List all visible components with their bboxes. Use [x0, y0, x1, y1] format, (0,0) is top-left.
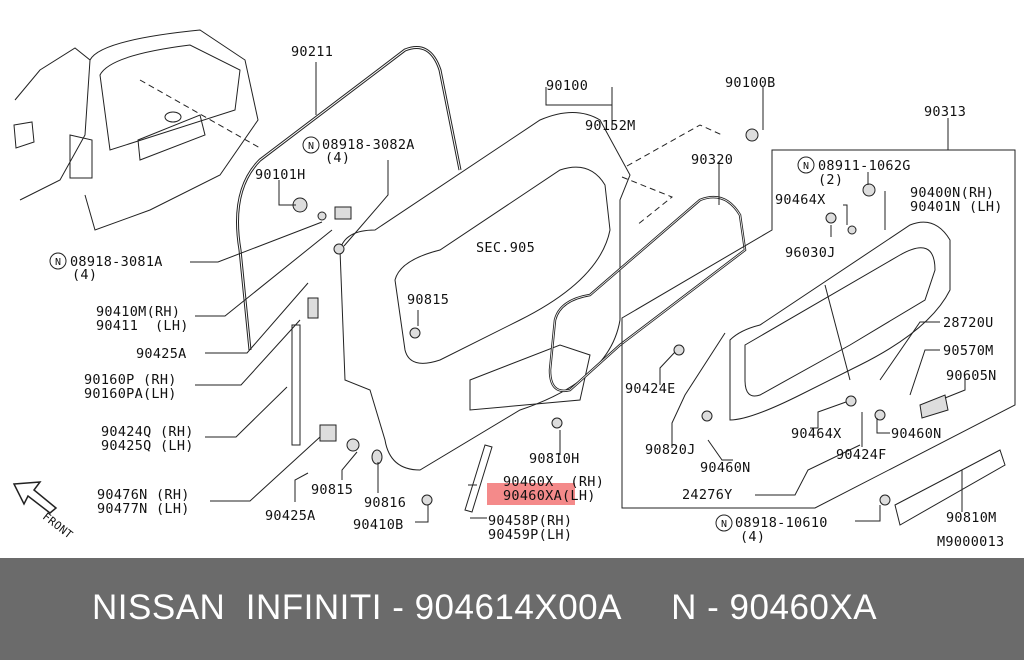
svg-text:N: N: [55, 257, 61, 268]
part-label[interactable]: 90605N: [946, 368, 997, 384]
assembly-box-90313: [621, 149, 1016, 509]
part-label[interactable]: 08918-3082A: [322, 137, 415, 153]
rear-window-glass: [729, 221, 951, 421]
part-label[interactable]: 08911-1062G: [818, 158, 911, 174]
diagram-code: M9000013: [937, 534, 1005, 550]
part-label[interactable]: 90424F: [836, 447, 887, 463]
part-label[interactable]: 90424Q (RH): [101, 424, 194, 440]
part-label[interactable]: 90810M: [946, 510, 997, 526]
part-label[interactable]: 90820J: [645, 442, 696, 458]
part-label[interactable]: 90411 (LH): [96, 318, 189, 334]
diagram-drawing: N N N N: [12, 29, 1016, 532]
part-label[interactable]: 90464X: [775, 192, 826, 208]
highlighted-part-marker: [487, 483, 575, 505]
back-door-panel: [339, 112, 631, 471]
part-label[interactable]: 90460N: [891, 426, 942, 442]
n-symbol-icons: [49, 136, 815, 532]
part-label[interactable]: 90476N (RH): [97, 487, 190, 503]
part-label[interactable]: 90100: [546, 78, 589, 94]
part-label[interactable]: 90160PA(LH): [84, 386, 177, 402]
small-parts: [292, 128, 949, 506]
part-label[interactable]: 90424E: [625, 381, 676, 397]
part-label[interactable]: 90425A: [136, 346, 187, 362]
part-label[interactable]: 96030J: [785, 245, 836, 261]
part-label[interactable]: 90810H: [529, 451, 580, 467]
part-label[interactable]: 90101H: [255, 167, 306, 183]
part-label[interactable]: 90401N (LH): [910, 199, 1003, 215]
gas-stay-strut-right: [464, 444, 493, 513]
part-label[interactable]: 08918-10610: [735, 515, 828, 531]
part-label[interactable]: 90570M: [943, 343, 994, 359]
part-label[interactable]: 90410B: [353, 517, 404, 533]
part-number-caption: NISSAN INFINITI - 904614X00A N - 90460XA: [92, 588, 878, 627]
section-reference[interactable]: SEC.905: [476, 240, 535, 256]
part-label[interactable]: 90100B: [725, 75, 776, 91]
part-number-footer: NISSAN INFINITI - 904614X00A N - 90460XA: [0, 558, 1024, 660]
part-qty: (4): [72, 267, 98, 283]
part-label[interactable]: 90425A: [265, 508, 316, 524]
part-label[interactable]: 90152M: [585, 118, 636, 134]
front-arrow-icon: [12, 481, 58, 514]
svg-text:N: N: [803, 161, 809, 172]
part-label[interactable]: 90400N(RH): [910, 185, 995, 201]
part-label[interactable]: 90460X (RH): [503, 474, 605, 490]
part-label[interactable]: 90425Q (LH): [101, 438, 194, 454]
part-qty: (4): [325, 150, 351, 166]
part-label[interactable]: 90160P (RH): [84, 372, 177, 388]
part-qty: (4): [740, 529, 766, 545]
part-label[interactable]: 90815: [407, 292, 450, 308]
part-label[interactable]: 90460N: [700, 460, 751, 476]
part-label[interactable]: 90459P(LH): [488, 527, 573, 543]
part-label[interactable]: 90815: [311, 482, 354, 498]
part-label[interactable]: 90313: [924, 104, 967, 120]
part-label[interactable]: 90320: [691, 152, 734, 168]
part-label[interactable]: 24276Y: [682, 487, 733, 503]
leader-lines: [190, 62, 966, 523]
svg-text:N: N: [308, 141, 314, 152]
part-label[interactable]: 28720U: [943, 315, 994, 331]
part-label[interactable]: 08918-3081A: [70, 254, 163, 270]
parts-diagram: N N N N 90211 08918-3082A (4) 90101H 08918-…: [12, 29, 1016, 550]
vehicle-rear-illustration: [13, 29, 261, 231]
part-qty: (2): [818, 172, 844, 188]
finisher-90810M: [894, 449, 1006, 526]
svg-text:N: N: [721, 519, 727, 530]
gas-stay-strut-left: [291, 324, 301, 446]
part-label[interactable]: 90477N (LH): [97, 501, 190, 517]
part-label[interactable]: 90464X: [791, 426, 842, 442]
part-label[interactable]: 90458P(RH): [488, 513, 573, 529]
part-label[interactable]: 90816: [364, 495, 407, 511]
part-label-highlighted[interactable]: 90460XA(LH): [503, 488, 596, 504]
part-label[interactable]: 90211: [291, 44, 334, 60]
part-label[interactable]: 90410M(RH): [96, 304, 181, 320]
glass-seal-90320: [548, 195, 747, 393]
